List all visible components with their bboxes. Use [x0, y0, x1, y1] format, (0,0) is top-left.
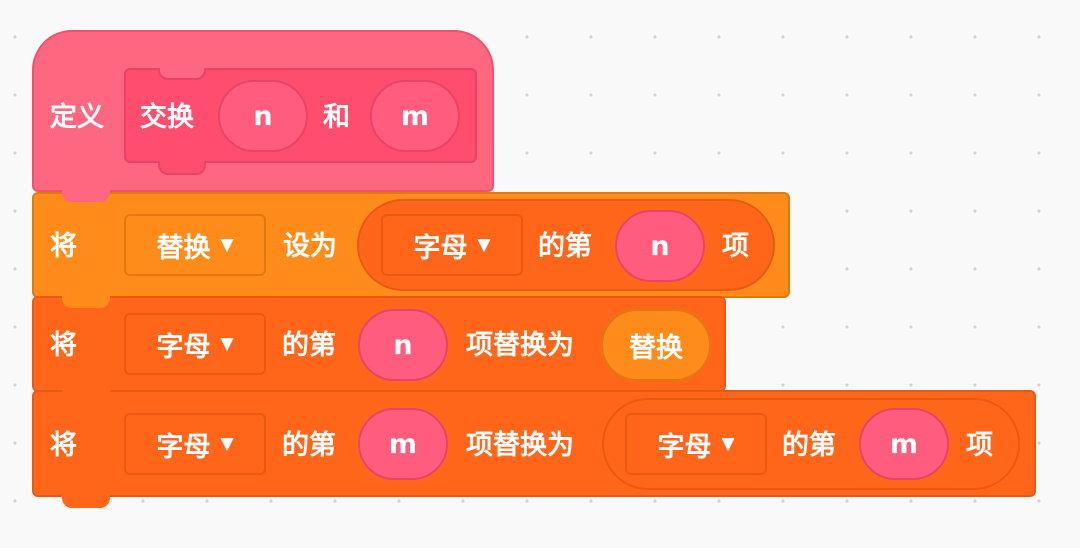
list-dropdown-2[interactable]: 字母 ▼	[124, 413, 266, 475]
procedure-name: 交换	[140, 102, 194, 133]
item-of-label: 的第	[282, 330, 336, 361]
list-dropdown-1[interactable]: 字母 ▼	[124, 313, 266, 375]
prototype-bottom-notch	[158, 161, 206, 175]
argument-m[interactable]: m	[370, 80, 460, 152]
caret-down-icon: ▼	[220, 235, 234, 255]
list-name: 字母	[156, 331, 211, 363]
replace-block-1-notch	[62, 390, 110, 402]
set-block-notch	[62, 296, 110, 308]
procedure-joiner: 和	[323, 102, 350, 133]
replace-with-label: 项替换为	[466, 330, 574, 361]
set-to-label: 设为	[283, 231, 337, 262]
caret-down-icon: ▼	[477, 235, 491, 255]
nested-item-suffix: 项	[966, 430, 993, 461]
define-block-notch	[62, 190, 110, 202]
nested-item-of-label: 的第	[782, 430, 836, 461]
replace-block-2-notch	[62, 495, 110, 508]
item-of-label: 的第	[282, 430, 336, 461]
variable-dropdown[interactable]: 替换 ▼	[124, 214, 266, 276]
caret-down-icon: ▼	[220, 334, 234, 354]
item-suffix: 项	[722, 231, 749, 262]
list-dropdown[interactable]: 字母 ▼	[381, 214, 523, 276]
list-name: 字母	[156, 431, 211, 463]
variable-reporter-replace[interactable]: 替换	[601, 309, 711, 381]
argument-n[interactable]: n	[218, 80, 308, 152]
list-name: 字母	[413, 232, 468, 264]
caret-down-icon: ▼	[721, 434, 735, 454]
variable-name: 替换	[156, 232, 211, 264]
replace-1-label: 将	[50, 330, 77, 361]
list-name: 字母	[657, 431, 712, 463]
define-label: 定义	[50, 102, 104, 133]
set-label: 将	[50, 231, 77, 262]
nested-list-dropdown[interactable]: 字母 ▼	[625, 413, 767, 475]
index-argument-n[interactable]: n	[358, 309, 448, 381]
replace-2-label: 将	[50, 430, 77, 461]
caret-down-icon: ▼	[220, 434, 234, 454]
nested-index-argument-m[interactable]: m	[859, 408, 949, 480]
item-of-label: 的第	[538, 231, 592, 262]
replace-with-label: 项替换为	[466, 430, 574, 461]
index-argument-m[interactable]: m	[358, 408, 448, 480]
prototype-top-notch	[158, 68, 206, 80]
index-argument[interactable]: n	[615, 210, 705, 282]
